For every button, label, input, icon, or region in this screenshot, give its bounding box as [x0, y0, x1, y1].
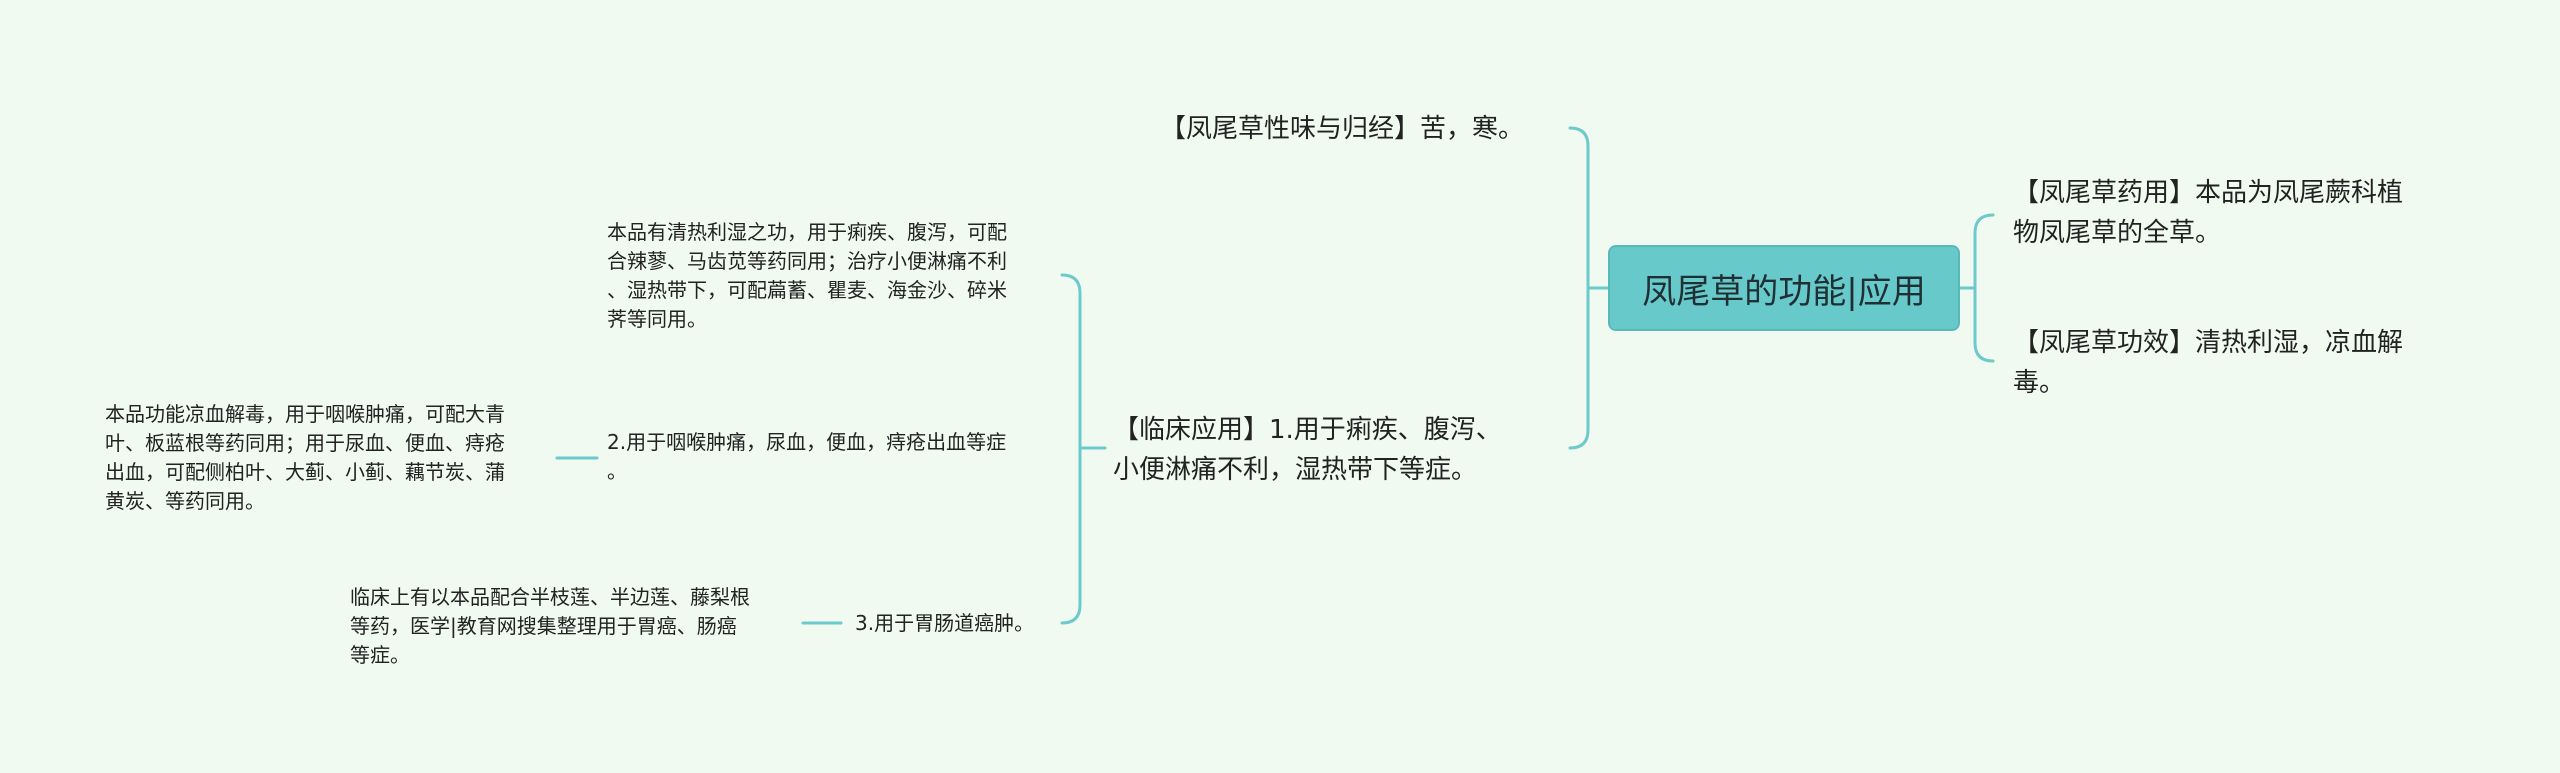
- root-to-left-branches: [1568, 126, 1610, 450]
- node-item-3-detail[interactable]: 临床上有以本品配合半枝莲、半边莲、藤梨根 等药，医学|教育网搜集整理用于胃癌、肠…: [350, 585, 750, 667]
- clinical-to-sub-items: [1060, 273, 1107, 625]
- node-medicinal-part[interactable]: 【凤尾草药用】本品为凤尾蕨科植 物凤尾草的全草。: [2013, 178, 2404, 248]
- root-node-title[interactable]: 凤尾草的功能|应用: [1608, 245, 1960, 331]
- node-taste-meridian[interactable]: 【凤尾草性味与归经】苦，寒。: [1160, 114, 1525, 144]
- node-efficacy[interactable]: 【凤尾草功效】清热利湿，凉血解 毒。: [2013, 328, 2404, 398]
- node-item-2-detail[interactable]: 本品功能凉血解毒，用于咽喉肿痛，可配大青 叶、板蓝根等药同用；用于尿血、便血、痔…: [105, 402, 505, 513]
- node-clinical-item-3[interactable]: 3.用于胃肠道癌肿。: [855, 611, 1035, 635]
- node-clinical-application[interactable]: 【临床应用】1.用于痢疾、腹泻、 小便淋痛不利，湿热带下等症。: [1113, 415, 1502, 485]
- node-clinical-item-2[interactable]: 2.用于咽喉肿痛，尿血，便血，痔疮出血等症 。: [607, 430, 1007, 483]
- node-clinical-detail-1[interactable]: 本品有清热利湿之功，用于痢疾、腹泻，可配 合辣蓼、马齿苋等药同用；治疗小便淋痛不…: [607, 220, 1007, 331]
- root-to-right-branches: [1958, 213, 1995, 363]
